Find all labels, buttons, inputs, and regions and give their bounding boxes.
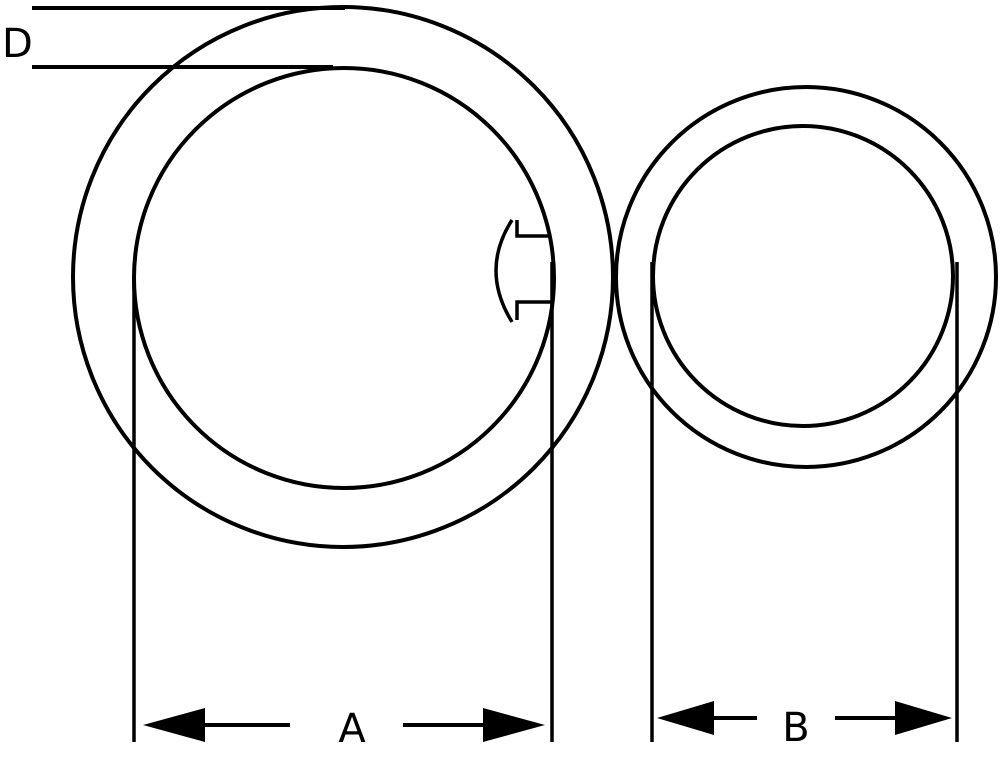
dimension-a-label: A xyxy=(338,706,366,752)
large-ring-inner-edge xyxy=(132,66,556,490)
dimension-d-lines xyxy=(32,6,345,69)
dimension-a-arrows xyxy=(143,708,545,742)
small-ring-outer-edge xyxy=(614,85,998,469)
small-ring-inner-edge xyxy=(651,124,955,428)
large-ring-outer-edge xyxy=(71,5,615,549)
extension-lines xyxy=(132,262,959,742)
dimension-d-label: D xyxy=(2,21,33,67)
dimension-b-arrows xyxy=(657,701,952,735)
dimension-b-label: B xyxy=(782,705,809,751)
pin-feature xyxy=(494,219,551,323)
